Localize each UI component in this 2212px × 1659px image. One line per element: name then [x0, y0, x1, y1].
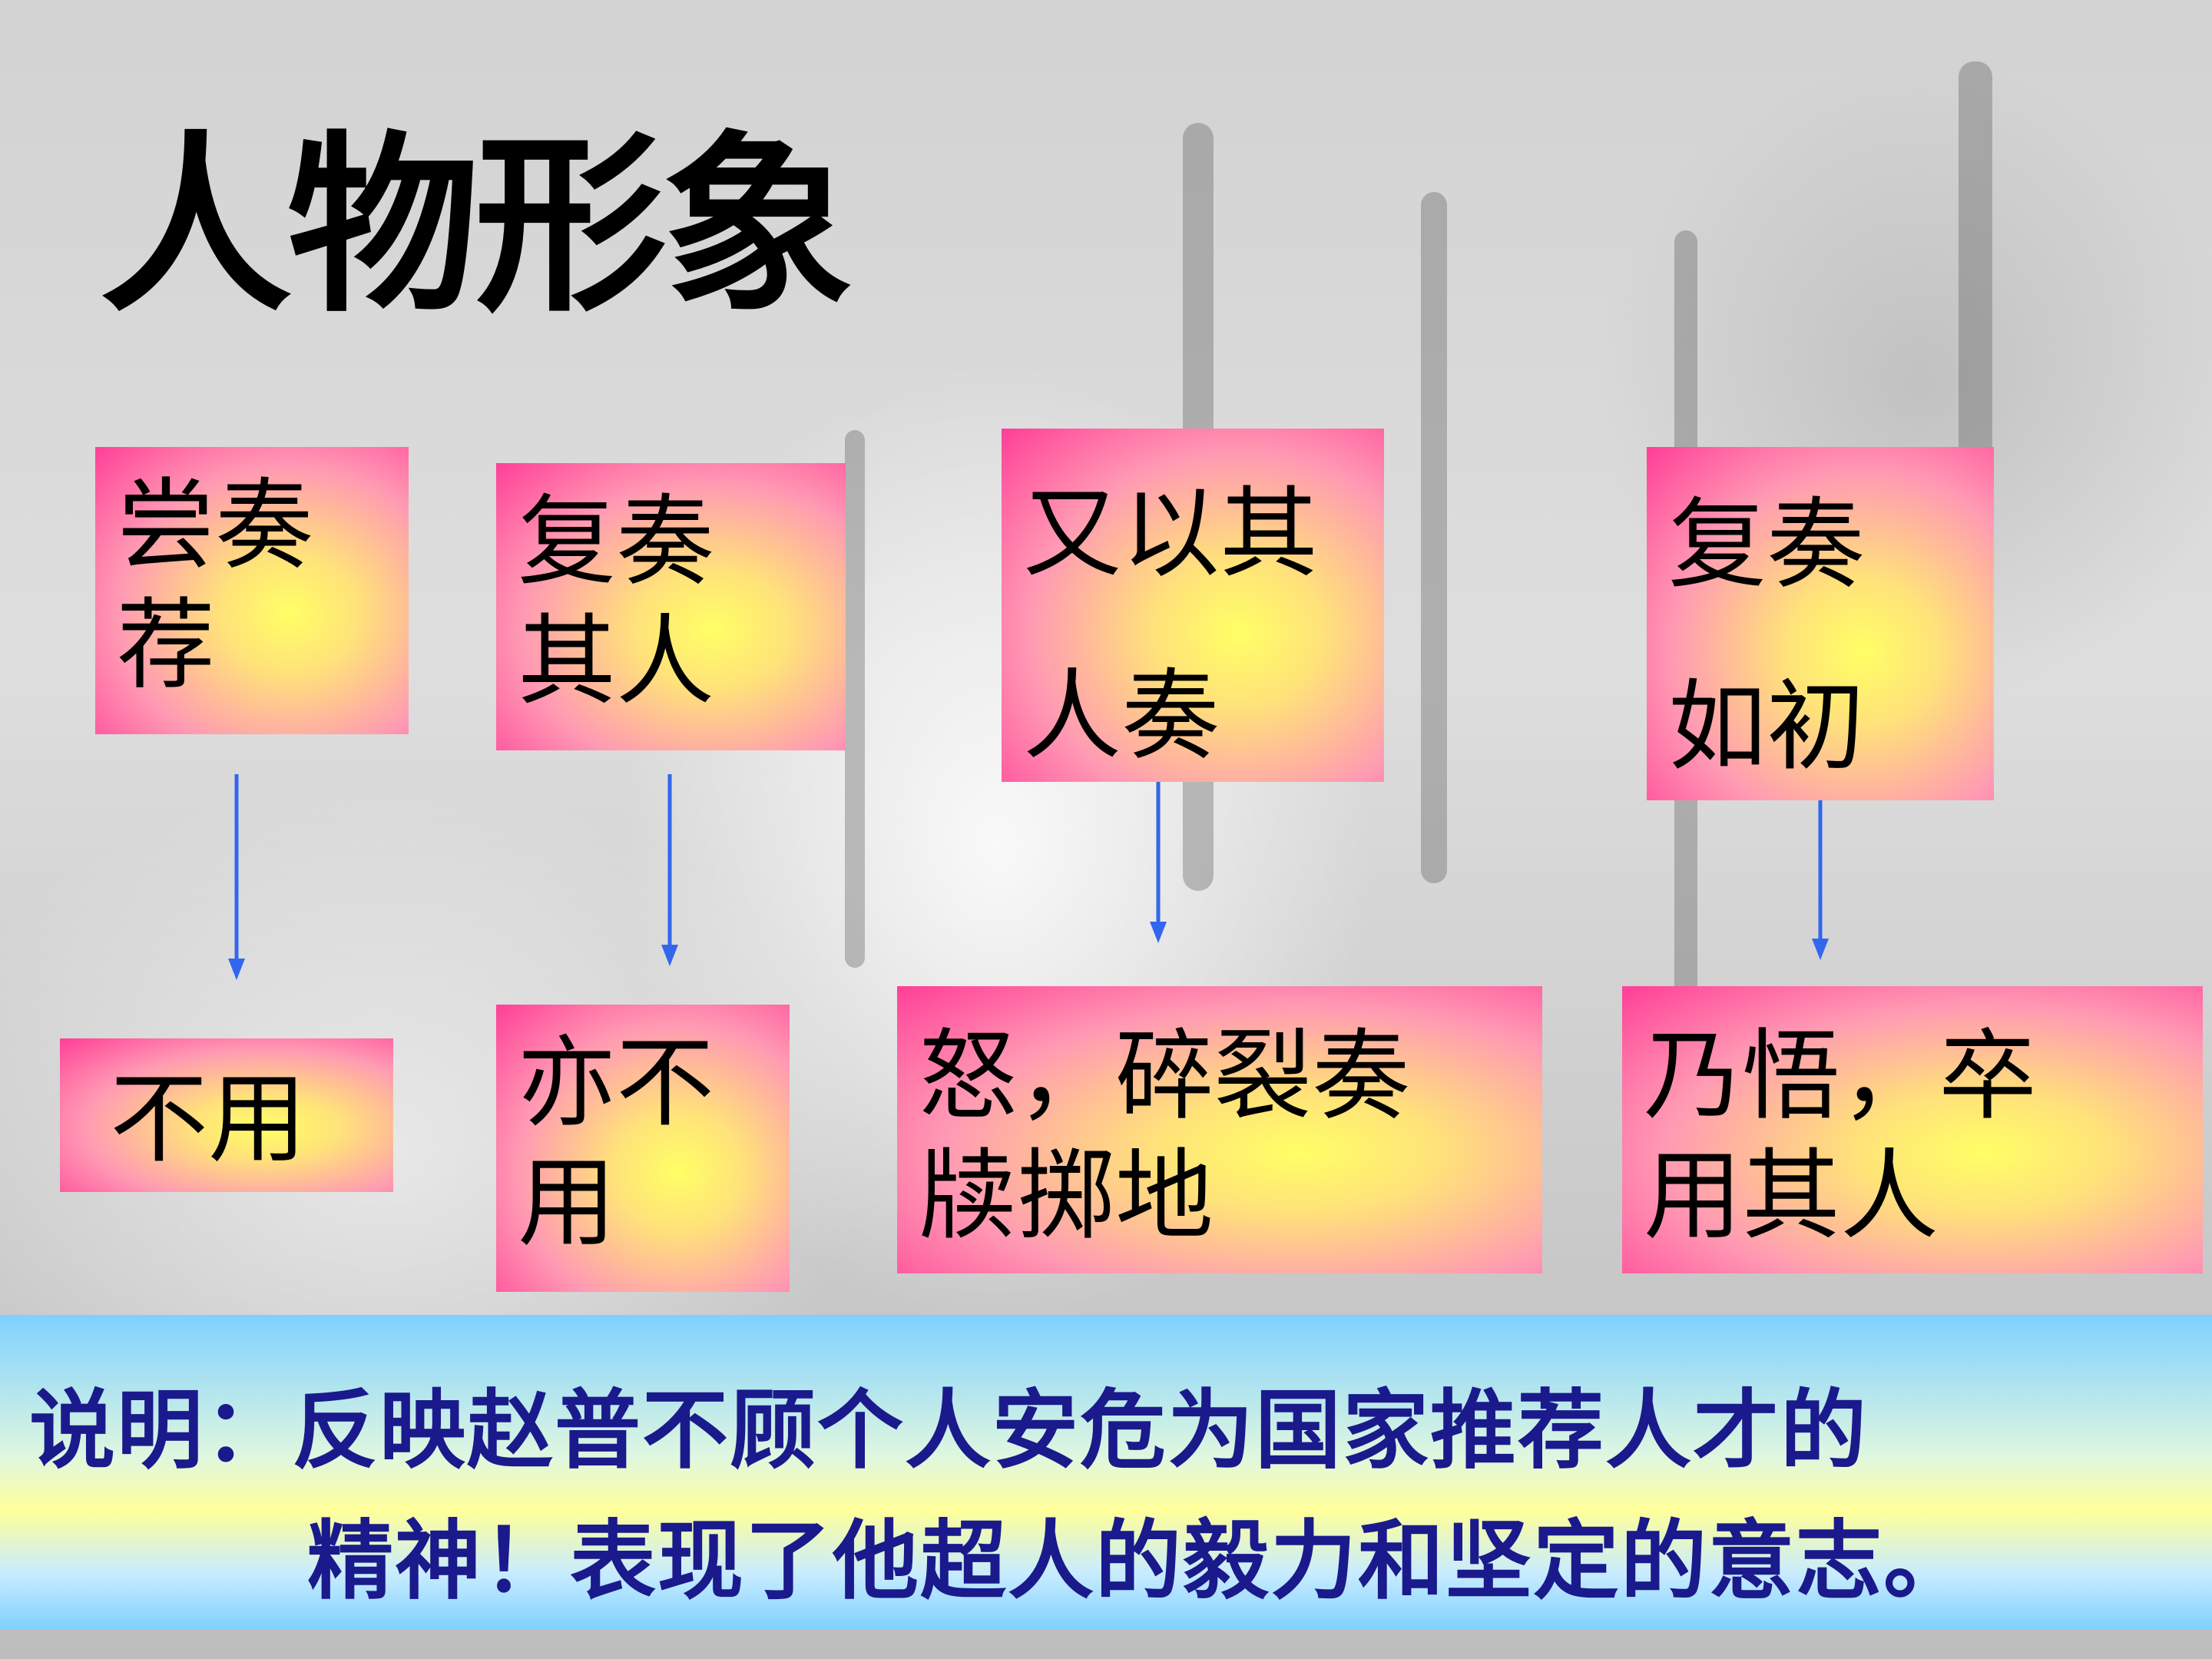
- box-buyong: 不用: [60, 1038, 393, 1192]
- description-line-2: 精神！表现了他超人的毅力和坚定的意志。: [307, 1511, 1971, 1611]
- arrow-down-icon: [1812, 800, 1829, 960]
- description-line-1: 说明：反映赵普不顾个人安危为国家推荐人才的: [29, 1380, 1868, 1481]
- calligraphy-stroke: [1421, 192, 1447, 883]
- arrow-down-icon: [661, 774, 678, 966]
- box-nusuiliezoudu: 怒，碎裂奏 牍掷地: [897, 986, 1542, 1273]
- slide-title: 人物形象: [100, 114, 854, 338]
- arrow-down-icon: [1150, 782, 1167, 943]
- box-yibuyong: 亦不 用: [496, 1005, 790, 1292]
- box-youyiqirenzou: 又以其 人奏: [1002, 429, 1384, 782]
- arrow-down-icon: [228, 774, 245, 980]
- description-panel: 说明：反映赵普不顾个人安危为国家推荐人才的 精神！表现了他超人的毅力和坚定的意志…: [0, 1315, 2212, 1630]
- calligraphy-stroke: [845, 430, 865, 968]
- box-naiwuzuyong: 乃悟，卒 用其人: [1622, 986, 2203, 1273]
- box-changzoujian: 尝奏 荐: [95, 447, 409, 734]
- box-fuzouqiren: 复奏 其人: [496, 463, 846, 750]
- box-fuzouruchu: 复奏 如初: [1647, 447, 1994, 800]
